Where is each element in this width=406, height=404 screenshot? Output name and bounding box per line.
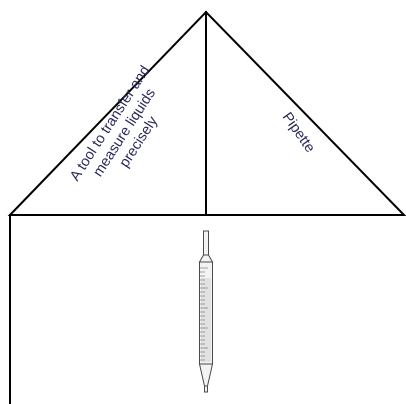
graduated-pipette-icon [200, 231, 213, 392]
term-label: Pipette [279, 110, 318, 156]
left-flap-definition: A tool to transfer and measure liquids p… [67, 63, 182, 202]
right-flap-term: Pipette [279, 110, 318, 156]
pipette-shoulder [200, 255, 213, 262]
pipette-tip [205, 386, 208, 392]
pipette-taper [200, 364, 213, 386]
pipette-mouthpiece [204, 231, 209, 255]
